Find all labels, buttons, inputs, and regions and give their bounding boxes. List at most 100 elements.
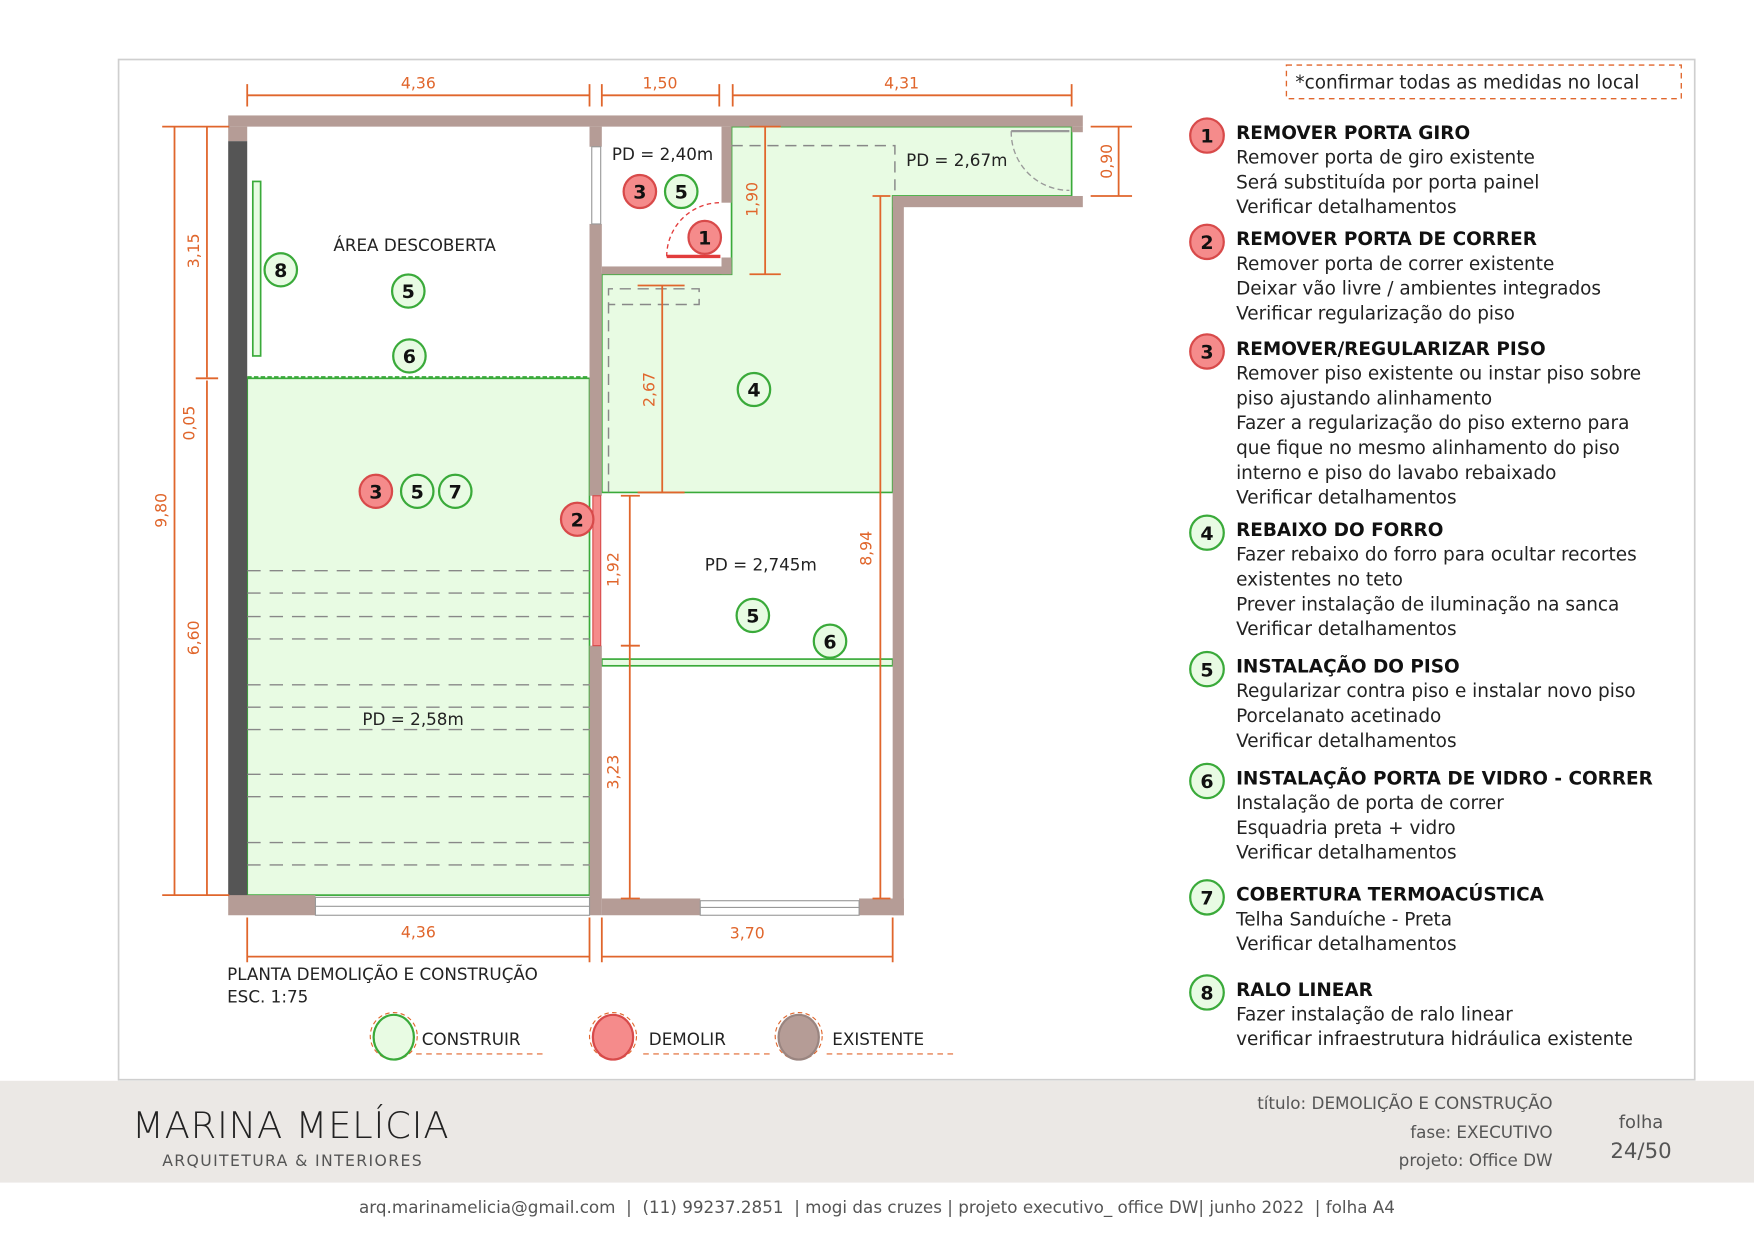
glass-sliding-door [600,658,894,667]
legend-title: REMOVER/REGULARIZAR PISO [1236,339,1546,360]
plan-title: PLANTA DEMOLIÇÃO E CONSTRUÇÃO [227,963,538,984]
marker-number: 5 [1200,659,1213,681]
sheet-phase: fase: EXECUTIVO [1410,1122,1552,1142]
legend-line: Verificar detalhamentos [1236,488,1457,509]
room-label-area-descoberta: ÁREA DESCOBERTA [333,234,496,255]
legend-line: Regularizar contra piso e instalar novo … [1236,681,1636,702]
key-outline [369,1012,418,1061]
legend-line: Verificar detalhamentos [1236,934,1457,955]
legend-marker: 7 [1189,879,1225,916]
plan-marker-4: 4 [736,371,772,408]
plan-marker-1: 1 [687,219,723,256]
key-item-construir: CONSTRUIR [369,1012,545,1061]
marker-number: 3 [633,182,646,204]
marker-circle [1189,333,1225,370]
marker-circle [358,473,394,509]
dim-bottom-1: 4,36 [401,923,436,942]
legend-marker: 3 [1189,333,1225,370]
legend-marker: 4 [1189,514,1225,551]
legend-line: Instalação de porta de correr [1236,793,1504,814]
ceiling-lines [247,570,590,866]
marker-circle [1189,974,1225,1011]
marker-number: 2 [1200,232,1213,254]
key-label: DEMOLIR [649,1029,726,1049]
marker-number: 1 [698,227,711,249]
key-item-demolir: DEMOLIR [588,1012,772,1061]
legend-title: COBERTURA TERMOACÚSTICA [1236,884,1545,906]
dim-left-lower: 6,60 [184,620,203,655]
marker-circle [392,338,427,374]
room-label-pd-sala2: PD = 2,745m [705,555,817,575]
marker-number: 3 [1200,342,1213,364]
dim-left-total: 9,80 [152,493,171,528]
key-label: CONSTRUIR [422,1029,521,1049]
marker-number: 8 [274,260,287,282]
room-label-pd-lavabo: PD = 2,40m [612,144,713,164]
legend-line: Fazer rebaixo do forro para ocultar reco… [1236,545,1637,566]
swing-door-arc [666,202,721,257]
plan-marker-6: 6 [812,623,848,659]
marker-circle [736,371,772,408]
marker-number: 5 [746,606,759,628]
legend-marker: 8 [1189,974,1225,1011]
marker-number: 1 [1200,126,1213,148]
plan-key: CONSTRUIR DEMOLIR EXISTENTE [369,1012,956,1061]
sheet-title: título: DEMOLIÇÃO E CONSTRUÇÃO [1257,1092,1552,1113]
dim-left-upper: 3,15 [184,233,203,268]
key-outline [588,1012,638,1061]
marker-number: 7 [1200,887,1213,909]
dim-hall-h: 2,67 [639,372,658,407]
existing-walls [228,115,1083,916]
legend-item-4: 4 REBAIXO DO FORRO Fazer rebaixo do forro … [1189,514,1637,640]
marker-circle [559,501,595,537]
marker-circle [1189,650,1225,688]
plan-marker-2: 2 [559,501,595,537]
dim-top-2: 1,50 [643,74,678,93]
legend-line: Verificar detalhamentos [1236,619,1457,640]
marker-number: 3 [369,481,382,503]
room-label-pd-corredor: PD = 2,67m [906,150,1007,170]
legend-line: Remover porta de giro existente [1236,148,1535,169]
dim-lavabo-h: 1,90 [742,182,761,217]
plan-marker-7: 7 [437,473,473,509]
dim-bottom-2: 3,70 [730,924,765,943]
marker-number: 5 [402,281,415,303]
marker-number: 5 [675,182,688,204]
room-label-pd-sala: PD = 2,58m [362,709,463,729]
title-block: MARINA MELÍCIA ARQUITETURA & INTERIORES … [0,1080,1754,1183]
marker-circle [399,473,435,509]
legend-line: Fazer a regularização do piso externo pa… [1236,413,1629,434]
key-swatch [372,1013,416,1061]
legend-line: Fazer instalação de ralo linear [1236,1004,1513,1025]
marker-circle [263,252,299,288]
sheet-number: 24/50 [1610,1139,1671,1164]
marker-number: 8 [1200,983,1213,1005]
key-swatch [777,1013,820,1061]
legend-line: Telha Sanduíche - Preta [1235,909,1452,930]
legend-line: Remover porta de correr existente [1236,254,1554,275]
marker-number: 4 [747,380,760,402]
legend-marker: 6 [1189,762,1225,800]
legend-line: verificar infraestrutura hidráulica exis… [1236,1029,1633,1050]
marker-circle [622,173,658,210]
sheet-project: projeto: Office DW [1399,1150,1553,1170]
marker-circle [1189,223,1225,261]
key-item-existente: EXISTENTE [774,1012,956,1061]
dimension-lines [162,84,1133,963]
marker-circle [735,597,771,634]
legend-title: RALO LINEAR [1236,980,1373,1001]
legend-title: INSTALAÇÃO PORTA DE VIDRO - CORRER [1236,766,1653,789]
marker-circle [812,623,848,659]
legend-title: REBAIXO DO FORRO [1236,520,1443,541]
plan-marker-3: 3 [622,173,658,210]
legend-title: REMOVER PORTA GIRO [1236,123,1470,144]
marker-circle [1189,762,1225,800]
marker-number: 7 [449,481,462,503]
legend-line: Verificar detalhamentos [1236,197,1457,218]
legend-line: Será substituída por porta painel [1236,172,1539,193]
key-outline [774,1012,823,1061]
legend: 1 REMOVER PORTA GIRO Remover porta de giro… [1189,117,1653,1050]
